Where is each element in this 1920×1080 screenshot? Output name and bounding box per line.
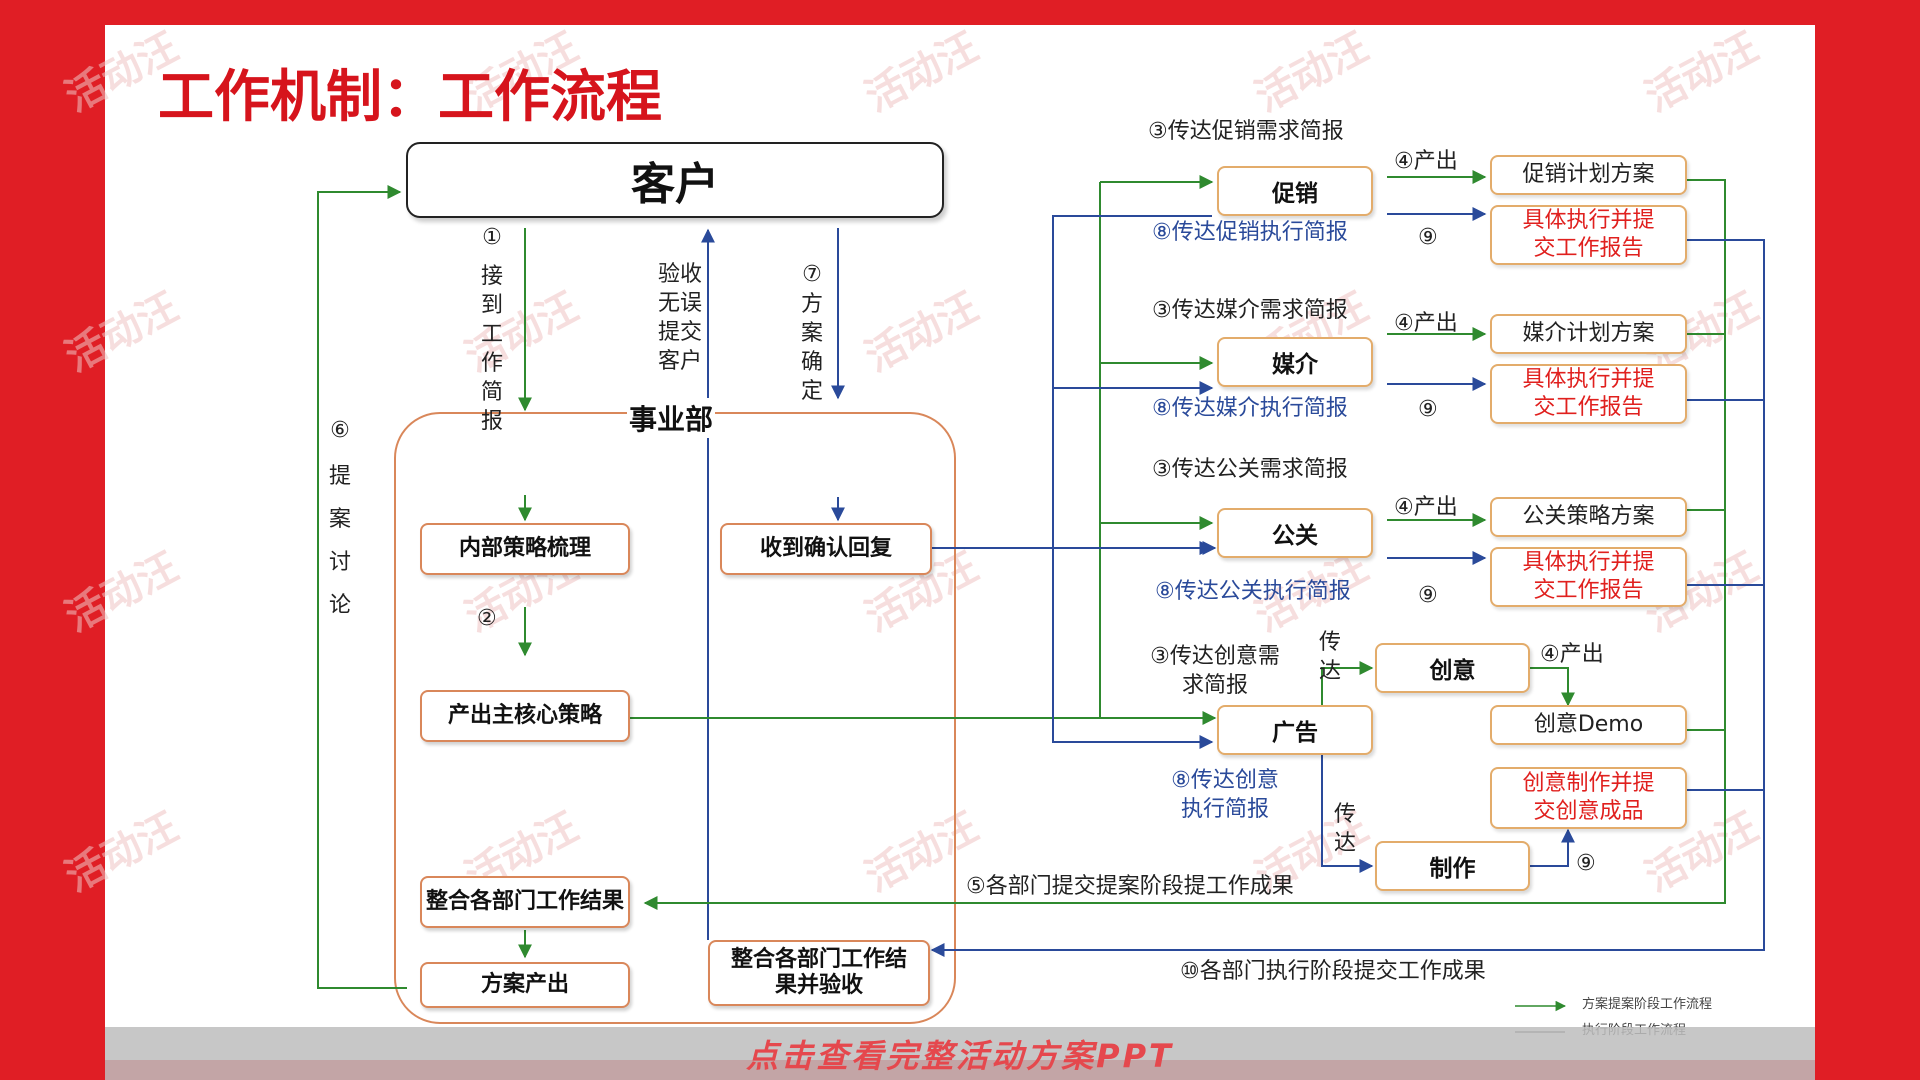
pr-exec-brief-label: ⑧传达公关执行简报 (1155, 579, 1351, 604)
step2-marker: ② (477, 606, 497, 631)
media-plan-node: 媒介计划方案 (1490, 314, 1687, 354)
media-exec-brief-label: ⑧传达媒介执行简报 (1152, 396, 1348, 421)
step9-label: ⑨ (1576, 851, 1596, 876)
integrate-accept-node: 整合各部门工作结果并验收 (708, 940, 930, 1006)
internal-strategy-node: 内部策略梳理 (420, 523, 630, 575)
accept-submit-text: 验收无误提交客户 (657, 262, 702, 374)
arrow-proposal-results (643, 179, 1726, 910)
promo-exec-node: 具体执行并提交工作报告 (1490, 205, 1687, 265)
output-label: ④产出 (1394, 311, 1458, 336)
media-node: 媒介 (1217, 337, 1373, 387)
arrow-execution-results (930, 239, 1765, 957)
footer-bar (105, 1027, 1815, 1080)
promo-request-label: ③传达促销需求简报 (1148, 119, 1344, 144)
convey-label: 传达 (1333, 802, 1356, 856)
promo-exec-brief-label: ⑧传达促销执行简报 (1152, 220, 1348, 245)
output-label: ④产出 (1394, 149, 1458, 174)
promotion-node: 促销 (1217, 166, 1373, 216)
step7-text: 方案确定 (800, 292, 823, 404)
customer-node: 客户 (406, 142, 944, 218)
creative-request-label: ③传达创意需求简报 (1150, 644, 1280, 698)
department-label: 事业部 (627, 398, 716, 438)
pr-exec-node: 具体执行并提交工作报告 (1490, 547, 1687, 607)
page-title: 工作机制：工作流程 (158, 65, 662, 130)
step6-marker: ⑥ (330, 418, 350, 443)
pr-plan-node: 公关策略方案 (1490, 497, 1687, 537)
step9-label: ⑨ (1418, 397, 1438, 422)
core-strategy-node: 产出主核心策略 (420, 690, 630, 742)
step1-text: 接到工作简报 (480, 264, 503, 434)
legend-proposal-flow: 方案提案阶段工作流程 (1582, 997, 1713, 1012)
promo-plan-node: 促销计划方案 (1490, 155, 1687, 195)
view-full-plan-link[interactable]: 点击查看完整活动方案PPT (746, 1036, 1174, 1075)
proposal-output-node: 方案产出 (420, 962, 630, 1008)
output-label: ④产出 (1394, 495, 1458, 520)
integrate-results-node: 整合各部门工作结果 (420, 876, 630, 928)
confirm-reply-node: 收到确认回复 (720, 523, 932, 575)
creative-exec-brief-label: ⑧传达创意执行简报 (1171, 768, 1279, 822)
media-exec-node: 具体执行并提交工作报告 (1490, 364, 1687, 424)
output-label: ④产出 (1540, 642, 1604, 667)
step9-label: ⑨ (1418, 583, 1438, 608)
step5-label: ⑤各部门提交提案阶段提工作成果 (966, 874, 1294, 899)
pr-node: 公关 (1217, 508, 1373, 558)
step1-marker: ① (482, 225, 502, 250)
media-request-label: ③传达媒介需求简报 (1152, 298, 1348, 323)
step9-label: ⑨ (1418, 225, 1438, 250)
production-node: 制作 (1375, 841, 1530, 891)
convey-label: 传达 (1318, 630, 1341, 684)
step10-label: ⑩各部门执行阶段提交工作成果 (1180, 959, 1486, 984)
creative-final-node: 创意制作并提交创意成品 (1490, 767, 1687, 829)
step7-marker: ⑦ (802, 262, 822, 287)
creative-demo-node: 创意Demo (1490, 705, 1687, 745)
advertising-node: 广告 (1217, 705, 1373, 755)
step6-text: 提案讨论 (328, 464, 351, 618)
creative-node: 创意 (1375, 643, 1530, 693)
arrow-proposal-discussion (317, 185, 407, 989)
pr-request-label: ③传达公关需求简报 (1152, 457, 1348, 482)
